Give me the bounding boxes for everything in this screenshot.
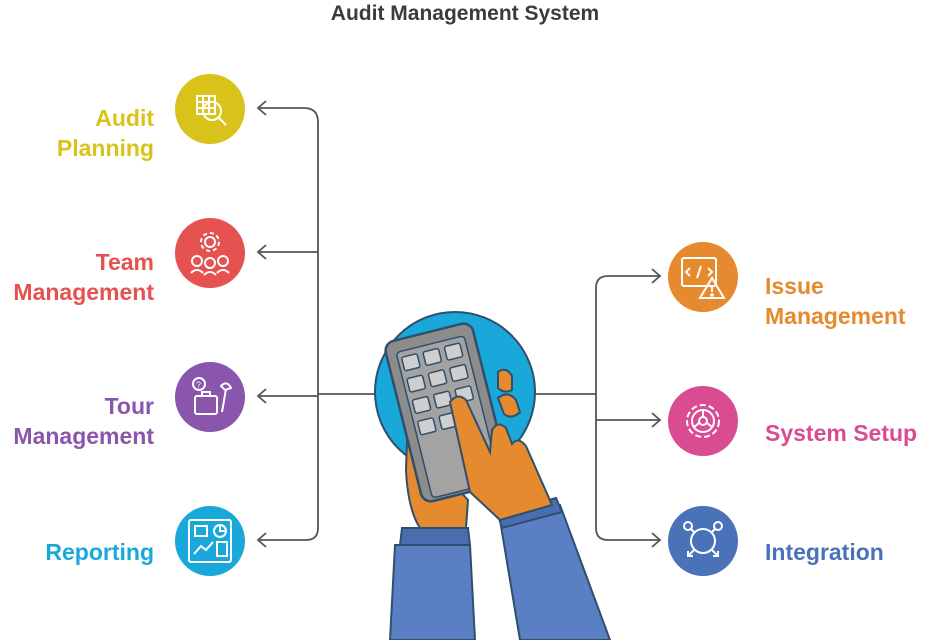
page-title: Audit Management System xyxy=(330,2,600,25)
settings-gear-icon xyxy=(668,386,738,456)
luggage-umbrella-icon: ? xyxy=(175,362,245,432)
audit-planning-node[interactable] xyxy=(175,74,245,144)
label-system-setup: System Setup xyxy=(765,420,918,446)
label-reporting: Reporting xyxy=(45,539,154,565)
issue-management-node[interactable] xyxy=(668,242,738,312)
integration-node[interactable] xyxy=(668,506,738,576)
team-gear-icon xyxy=(175,218,245,288)
label-tour-management: Tour Management xyxy=(13,393,154,449)
network-arrows-icon xyxy=(668,506,738,576)
tour-management-node[interactable]: ? xyxy=(175,362,245,432)
code-warning-icon xyxy=(668,242,738,312)
document-search-icon xyxy=(175,74,245,144)
svg-text:?: ? xyxy=(196,380,201,390)
hand-calculator-icon xyxy=(374,311,612,640)
label-audit-planning: Audit Planning xyxy=(56,105,154,161)
label-integration: Integration xyxy=(765,539,884,565)
label-issue-management: Issue Management xyxy=(765,273,906,329)
team-management-node[interactable] xyxy=(175,218,245,288)
label-team-management: Team Management xyxy=(13,249,154,305)
right-connectors xyxy=(536,268,662,548)
reporting-node[interactable] xyxy=(175,506,245,576)
left-connectors xyxy=(256,100,378,548)
system-setup-node[interactable] xyxy=(668,386,738,456)
dashboard-report-icon xyxy=(175,506,245,576)
